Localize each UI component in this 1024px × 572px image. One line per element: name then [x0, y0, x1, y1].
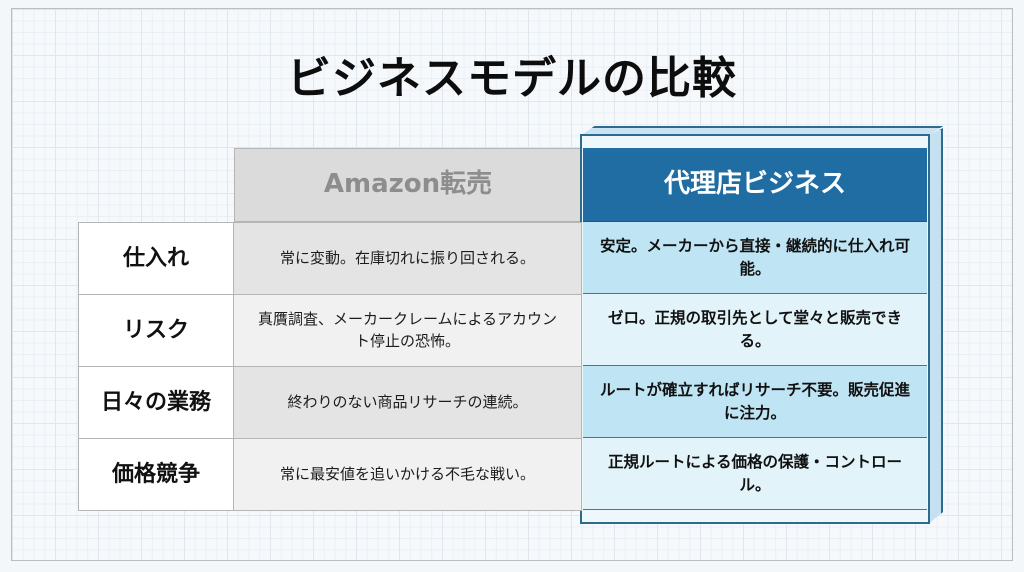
agency-cell-daily-work: ルートが確立すればリサーチ不要。販売促進に注力。 — [583, 366, 927, 438]
highlight-box-side-bevel — [928, 128, 943, 524]
row-label-daily-work: 日々の業務 — [78, 366, 234, 439]
page-title: ビジネスモデルの比較 — [287, 53, 737, 104]
column-header-agency: 代理店ビジネス — [583, 148, 927, 222]
row-label-risk: リスク — [78, 294, 234, 367]
amazon-cell-risk: 真贋調査、メーカークレームによるアカウント停止の恐怖。 — [234, 294, 582, 367]
amazon-cell-procurement: 常に変動。在庫切れに振り回される。 — [234, 222, 582, 295]
amazon-cell-daily-work: 終わりのない商品リサーチの連続。 — [234, 366, 582, 439]
column-header-amazon: Amazon転売 — [234, 148, 582, 222]
row-label-procurement: 仕入れ — [78, 222, 234, 295]
row-label-price-competition: 価格競争 — [78, 438, 234, 511]
agency-cell-price-competition: 正規ルートによる価格の保護・コントロール。 — [583, 438, 927, 510]
amazon-cell-price-competition: 常に最安値を追いかける不毛な戦い。 — [234, 438, 582, 511]
agency-cell-risk: ゼロ。正規の取引先として堂々と販売できる。 — [583, 294, 927, 366]
agency-cell-procurement: 安定。メーカーから直接・継続的に仕入れ可能。 — [583, 222, 927, 294]
